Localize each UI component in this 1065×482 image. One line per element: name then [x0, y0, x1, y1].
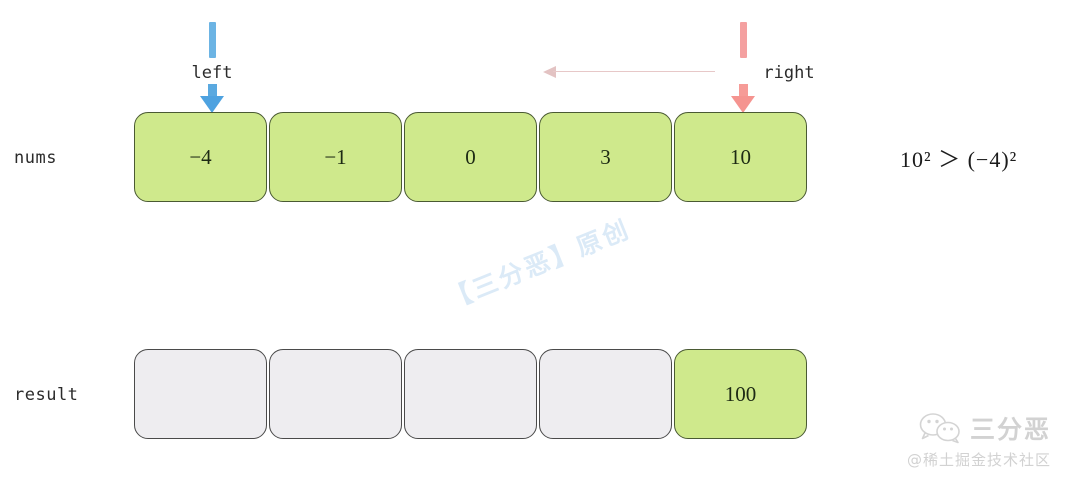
pointer-right-stem	[739, 22, 747, 58]
branding: 三分恶 @稀土掘金技术社区	[907, 410, 1051, 470]
pointer-right-neck	[738, 84, 748, 96]
branding-subtitle: @稀土掘金技术社区	[906, 451, 1051, 469]
pointer-right-arrowhead-icon	[731, 96, 755, 113]
branding-name: 三分恶	[969, 415, 1051, 444]
pointer-left-label: left	[191, 63, 233, 83]
comparison-formula: 10² ＞ (−4)²	[900, 147, 1018, 172]
row-label-nums: nums	[14, 148, 57, 168]
sweep-arrow-head	[543, 66, 556, 78]
nums-cell-0: −4	[134, 112, 267, 202]
nums-cell-3: 3	[539, 112, 672, 202]
result-cell-4: 100	[674, 349, 807, 439]
array-row-result: 100	[134, 349, 807, 439]
nums-cell-1: −1	[269, 112, 402, 202]
nums-cell-2: 0	[404, 112, 537, 202]
result-cell-3	[539, 349, 672, 439]
wechat-icon	[919, 413, 960, 444]
pointer-left: left	[182, 22, 242, 113]
row-label-result: result	[14, 385, 79, 405]
pointer-left-neck	[207, 84, 217, 96]
sweep-arrow-left-icon	[543, 64, 715, 80]
branding-top-row: 三分恶	[907, 410, 1051, 446]
result-cell-1	[269, 349, 402, 439]
nums-cell-4: 10	[674, 112, 807, 202]
sweep-arrow-line	[553, 71, 715, 73]
pointer-left-stem	[208, 22, 216, 58]
pointer-right-label: right	[763, 63, 815, 83]
pointer-left-arrowhead-icon	[200, 96, 224, 113]
array-row-nums: −4 −1 0 3 10	[134, 112, 807, 202]
result-cell-2	[404, 349, 537, 439]
result-cell-0	[134, 349, 267, 439]
pointer-right: right	[713, 22, 815, 113]
watermark-text: 【三分恶】原创	[442, 214, 635, 315]
